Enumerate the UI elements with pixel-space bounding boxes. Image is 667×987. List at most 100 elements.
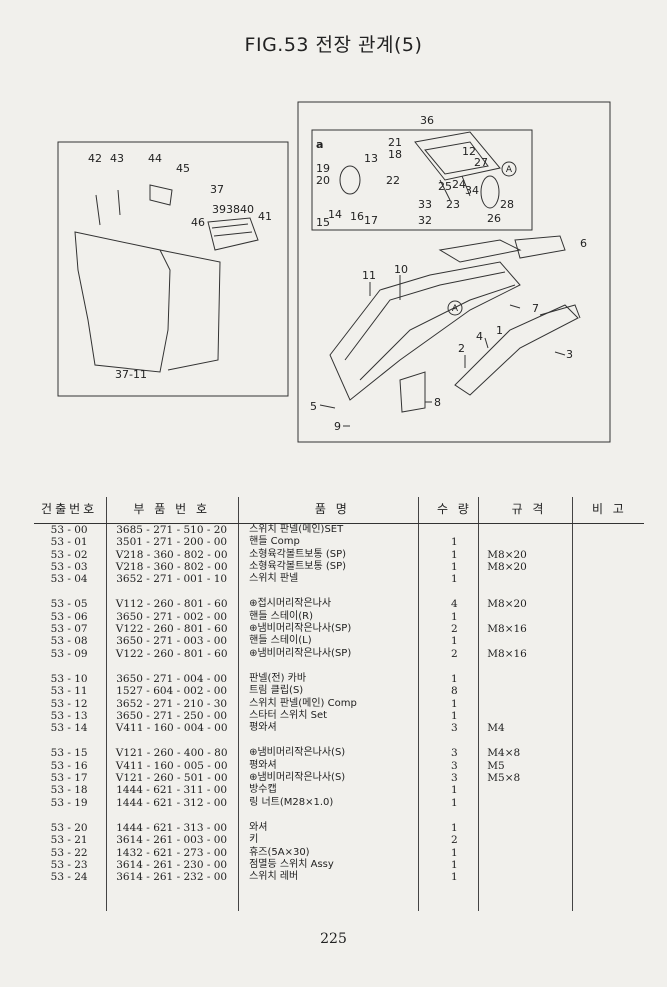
cell-part-no: 3652 - 271 - 210 - 30 xyxy=(116,697,228,710)
column-divider xyxy=(478,497,479,911)
cell-item-no: 53 - 08 xyxy=(50,635,88,648)
cell-quantity: 1 xyxy=(451,709,458,722)
cell-part-no: V112 - 260 - 801 - 60 xyxy=(115,598,228,611)
table-header-row: 건출번호 부 품 번 호 품 명 수 량 규 격 비 고 xyxy=(34,497,644,524)
cell-quantity xyxy=(426,524,484,537)
cell-quantity: 1 xyxy=(451,821,458,834)
cell-note xyxy=(575,598,644,610)
cell-spec xyxy=(483,871,575,883)
cell-part-name: 와셔 xyxy=(249,821,268,833)
cell-part-name: 방수캡 xyxy=(249,784,277,796)
header-quantity: 수 량 xyxy=(425,497,484,524)
cell-part-name: ⊕냄비머리작은나사(SP) xyxy=(249,623,352,635)
cell-part-name: 스위치 판넬 xyxy=(249,573,299,585)
callout-label: 3938 xyxy=(212,203,240,216)
cell-part-no: 3650 - 271 - 003 - 00 xyxy=(116,635,228,648)
cell-item-no: 53 - 12 xyxy=(50,697,88,710)
cell-quantity: 4 xyxy=(451,598,458,611)
cell-part-name: ⊕냄비머리작은나사(SP) xyxy=(249,647,352,659)
callout-label: 22 xyxy=(386,174,400,187)
callout-label: 19 xyxy=(316,162,330,175)
group-spacer xyxy=(34,660,644,673)
header-part-name: 품 명 xyxy=(239,497,426,524)
callout-label: 45 xyxy=(176,162,190,175)
cell-note xyxy=(575,747,644,759)
callout-label: 46 xyxy=(191,216,205,229)
cell-note xyxy=(575,822,644,834)
callout-label: 42 xyxy=(88,152,102,165)
cell-part-no: 1444 - 621 - 313 - 00 xyxy=(116,821,228,834)
column-divider xyxy=(418,497,419,911)
cell-note xyxy=(575,797,644,809)
cell-quantity: 1 xyxy=(451,560,458,573)
cell-part-no: V121 - 260 - 501 - 00 xyxy=(115,772,228,785)
callout-label: 13 xyxy=(364,152,378,165)
cell-item-no: 53 - 23 xyxy=(50,858,88,871)
cell-part-name: 트림 클립(S) xyxy=(249,685,304,697)
callout-label: 32 xyxy=(418,214,432,227)
cell-quantity: 3 xyxy=(451,722,458,735)
cell-item-no: 53 - 21 xyxy=(50,834,88,847)
cell-quantity: 1 xyxy=(451,610,458,623)
cell-note xyxy=(575,784,644,796)
cell-item-no: 53 - 17 xyxy=(50,772,88,785)
header-part-no: 부 품 번 호 xyxy=(104,497,240,524)
cell-item-no: 53 - 01 xyxy=(50,536,88,549)
cell-quantity: 1 xyxy=(451,548,458,561)
cell-part-no: 3614 - 261 - 003 - 00 xyxy=(116,834,228,847)
cell-note xyxy=(575,698,644,710)
page-number: 225 xyxy=(320,931,347,947)
cell-part-name: ⊕접시머리작은나사 xyxy=(249,598,332,610)
cell-quantity: 3 xyxy=(451,747,458,760)
callout-label: 25 xyxy=(438,180,452,193)
cell-note xyxy=(575,549,644,561)
cell-part-no: V218 - 360 - 802 - 00 xyxy=(115,548,228,561)
cell-quantity: 8 xyxy=(451,685,458,698)
column-divider xyxy=(106,497,107,911)
cell-part-no: 3650 - 271 - 250 - 00 xyxy=(116,709,228,722)
cell-spec xyxy=(483,573,575,585)
cell-item-no: 53 - 18 xyxy=(50,784,88,797)
cell-spec: M4×8 xyxy=(487,747,521,760)
parts-diagram: 42 43 44 45 37 3938 40 41 46 37-11 a 21 … xyxy=(57,101,611,443)
table-row: 53 - 20 1444 - 621 - 313 - 00 와셔 1 xyxy=(34,822,644,834)
cell-part-no: 1432 - 621 - 273 - 00 xyxy=(116,846,228,859)
callout-label: 1 xyxy=(496,324,503,337)
cell-part-no: 3501 - 271 - 200 - 00 xyxy=(116,536,228,549)
cell-spec xyxy=(483,611,575,623)
callout-label: 12 xyxy=(462,145,476,158)
cell-note xyxy=(575,772,644,784)
cell-part-no: 3614 - 261 - 232 - 00 xyxy=(116,871,228,884)
cell-item-no: 53 - 07 xyxy=(50,623,88,636)
cell-note xyxy=(575,760,644,772)
cell-quantity: 2 xyxy=(451,647,458,660)
cell-note xyxy=(575,859,644,871)
cell-part-no: V218 - 360 - 802 - 00 xyxy=(115,560,228,573)
cell-note xyxy=(575,673,644,685)
cell-item-no: 53 - 20 xyxy=(50,821,88,834)
cell-note xyxy=(575,871,644,883)
cell-part-name: 핸들 스테이(R) xyxy=(249,610,314,622)
group-spacer xyxy=(34,734,644,747)
cell-quantity: 1 xyxy=(451,784,458,797)
callout-label: 40 xyxy=(240,203,254,216)
cell-part-no: V122 - 260 - 801 - 60 xyxy=(115,623,228,636)
cell-item-no: 53 - 03 xyxy=(50,560,88,573)
callout-label: 9 xyxy=(334,420,341,433)
cell-note xyxy=(575,685,644,697)
cell-spec xyxy=(483,536,575,548)
cell-spec xyxy=(483,784,575,796)
cell-part-name: 점멸등 스위치 Assy xyxy=(249,858,334,870)
